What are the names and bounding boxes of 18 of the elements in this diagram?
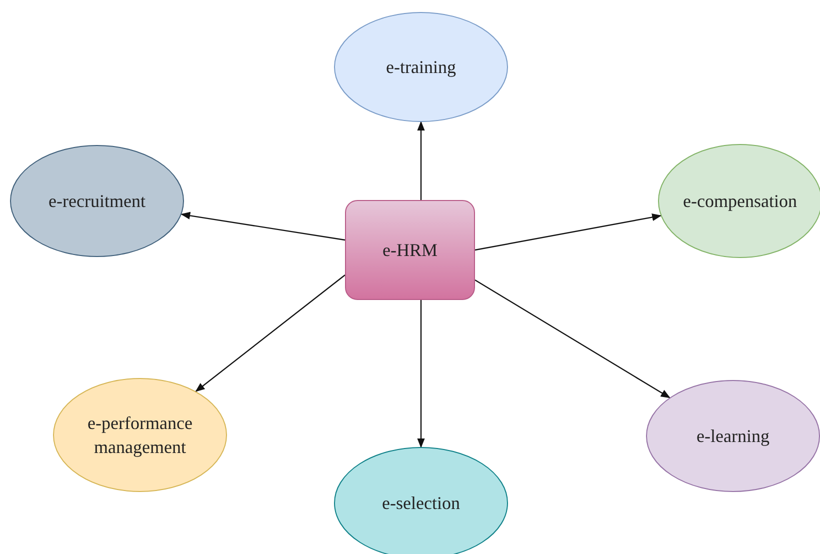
node-label: e-learning xyxy=(696,424,770,448)
arrow xyxy=(417,300,425,448)
ellipse-node xyxy=(334,12,508,122)
arrow xyxy=(180,212,346,241)
arrow xyxy=(474,213,662,251)
node-label: e-selection xyxy=(382,492,460,515)
node-label: e-performance management xyxy=(86,412,194,459)
ellipse-node xyxy=(53,378,227,492)
arrow xyxy=(417,121,425,200)
node-label: e-HRM xyxy=(382,238,438,262)
node-label: e-training xyxy=(386,56,456,79)
ellipse-node xyxy=(646,380,820,492)
node-label: e-compensation xyxy=(683,190,797,213)
ellipse-node xyxy=(10,145,184,257)
arrow xyxy=(195,274,346,392)
process-box xyxy=(345,200,475,300)
node-label: e-recruitment xyxy=(48,190,146,213)
arrow xyxy=(474,279,670,398)
